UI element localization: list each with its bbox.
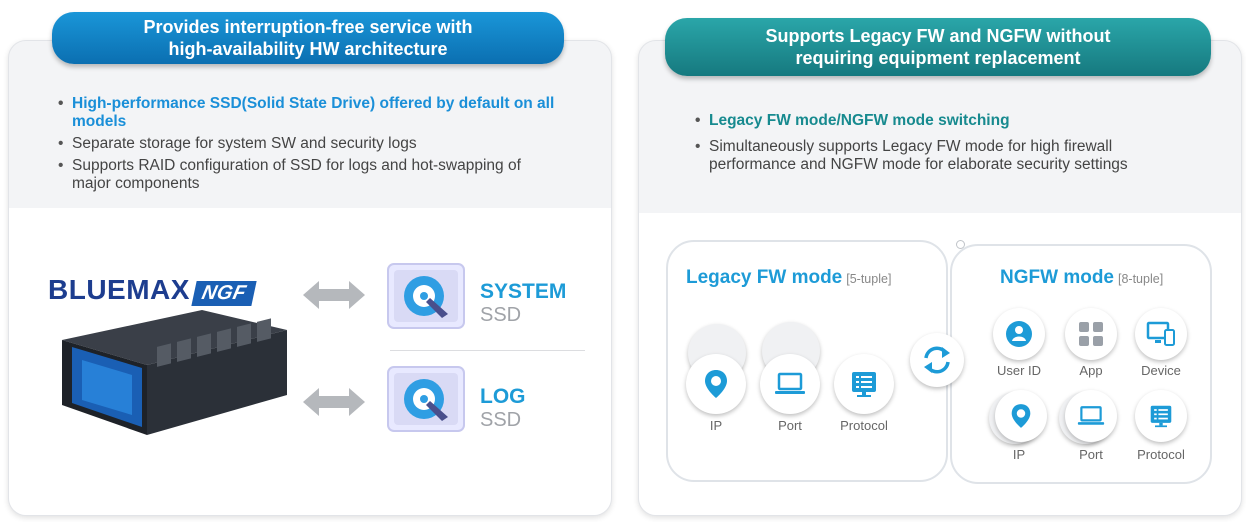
sync-icon [924,346,950,374]
log-subtitle: SSD [480,409,522,431]
left-banner: Provides interruption-free service with … [52,12,564,64]
legacy-protocol-circle [834,354,894,414]
user-icon [1006,321,1032,347]
right-bullet-2: Simultaneously supports Legacy FW mode f… [695,138,1195,174]
log-hard-disk-icon [387,366,465,432]
ngfw-protocol-circle [1135,390,1187,442]
left-banner-line1: Provides interruption-free service with [143,17,473,37]
ngfw-device-circle [1135,308,1187,360]
laptop-icon [1077,406,1105,425]
right-bullet-1: Legacy FW mode/NGFW mode switching [695,112,1195,130]
ngfw-mode-name: NGFW mode [1000,267,1114,288]
left-bullet-3: Supports RAID configuration of SSD for l… [58,157,558,193]
ngfw-label-userid: User ID [996,363,1042,378]
ngfw-label-protocol: Protocol [1137,447,1185,462]
legacy-label-ip: IP [709,418,723,433]
ngfw-label-ip: IP [1012,447,1026,462]
ngfw-label-app: App [1079,363,1103,378]
system-subtitle: SSD [480,304,522,326]
log-title: LOG [480,385,526,408]
location-pin-icon [705,370,727,398]
mode-switch-circle [910,333,964,387]
laptop-icon [775,372,805,394]
left-bullet-list: High-performance SSD(Solid State Drive) … [58,95,558,197]
legacy-port-circle [760,354,820,414]
server-appliance-icon [62,310,287,435]
disk-divider [390,350,585,351]
ngfw-label-port: Port [1079,447,1103,462]
server-list-icon [852,372,876,397]
logo-badge: NGF [191,281,257,306]
devices-icon [1146,321,1175,346]
right-banner-line2: requiring equipment replacement [795,48,1081,68]
ngfw-port-circle [1065,390,1117,442]
right-bullet-list: Legacy FW mode/NGFW mode switching Simul… [695,112,1195,182]
ngfw-label-device: Device [1141,363,1181,378]
ngfw-ip-circle [995,390,1047,442]
left-banner-line2: high-availability HW architecture [168,39,448,59]
right-banner: Supports Legacy FW and NGFW without requ… [665,18,1211,76]
log-double-arrow-icon [303,388,365,416]
ngfw-app-circle [1065,308,1117,360]
system-hard-disk-icon [387,263,465,329]
logo-main: BLUEMAX [48,274,190,305]
legacy-mode-name: Legacy FW mode [686,267,843,288]
legacy-label-protocol: Protocol [840,418,888,433]
ngfw-mode-tag: [8-tuple] [1118,272,1164,286]
ngfw-mode-box [950,244,1212,484]
legacy-mode-title: Legacy FW mode[5-tuple] [686,267,891,289]
server-list-icon [1150,405,1172,428]
system-double-arrow-icon [303,281,365,309]
legacy-mode-tag: [5-tuple] [846,272,892,286]
right-banner-line1: Supports Legacy FW and NGFW without [765,26,1111,46]
left-bullet-2: Separate storage for system SW and secur… [58,135,558,153]
legacy-ip-circle [686,354,746,414]
system-title: SYSTEM [480,280,567,303]
location-pin-icon [1011,404,1031,428]
left-bullet-1: High-performance SSD(Solid State Drive) … [58,95,558,131]
ngfw-mode-title: NGFW mode [8-tuple] [1000,267,1163,289]
legacy-label-port: Port [778,418,802,433]
ngfw-userid-circle [993,308,1045,360]
apps-grid-icon [1079,322,1103,346]
